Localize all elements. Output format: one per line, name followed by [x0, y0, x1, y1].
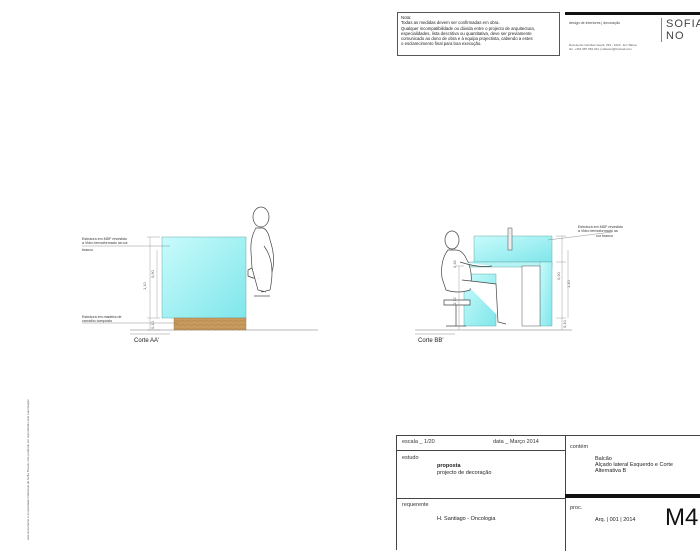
- dim-label-aa: 1,10: [142, 281, 147, 290]
- tb-divider: [397, 450, 565, 451]
- cabinet-bb: [521, 265, 541, 327]
- dimension-lines-bb: [456, 235, 569, 330]
- leader-line: [547, 231, 613, 241]
- note-line: Nota:: [401, 15, 412, 20]
- content-line: Balcão: [595, 456, 612, 462]
- dim-label-bb: 0,90: [556, 271, 561, 280]
- person-figure-bb: [441, 230, 507, 327]
- dim-label-bb: 0,45: [452, 259, 457, 268]
- client-value: H. Santiago - Oncologia: [437, 516, 496, 522]
- upper-counter-bb: [473, 235, 553, 263]
- section-aa: 1,10 0,90 0,10 Estrutura em MDF revestid…: [82, 206, 318, 344]
- side-column-bb: [539, 261, 553, 327]
- dim-label-aa: 0,90: [150, 269, 155, 278]
- date-label: data _ Março 2014: [493, 439, 539, 445]
- dimension-lines-aa: [147, 236, 160, 331]
- dim-label-bb: 0,10: [562, 319, 567, 328]
- section-drawings: 1,10 0,90 0,10 Estrutura em MDF revestid…: [82, 206, 623, 344]
- content-line: Alçado lateral Esquerdo e Corte: [595, 462, 673, 468]
- firm-brand: SOFIA NO: [661, 18, 700, 42]
- section-title-bb: Corte BB': [418, 338, 444, 344]
- annotation-bb: cor branco: [596, 234, 613, 238]
- monitor-bb: [507, 227, 513, 251]
- annotation-aa-bottom: carvalho composto: [82, 319, 112, 323]
- sheet-number: M4: [665, 504, 699, 531]
- tb-divider: [565, 494, 700, 498]
- section-bb: 0,72 0,45 0,90 1,10 0,10 Estrutura em MD…: [415, 225, 623, 344]
- counter-glass-aa: [161, 236, 247, 319]
- firm-subtitle: design de interiores | decoração: [569, 21, 621, 25]
- note-line: Qualquer incompatibilidade ou dúvida ent…: [401, 25, 536, 31]
- note-line: comunicado ao dono de obra e à equipa pr…: [401, 36, 533, 42]
- firm-address: Rua da Alv Camões Gueril, 293 - 1020 - E…: [569, 43, 637, 47]
- firm-contact: tlm. +351 987 654 321 | sofianov@hotmail…: [569, 47, 632, 51]
- note-line: especialidades, lista descritiva ou quan…: [401, 30, 532, 36]
- annotation-aa-top: branco: [82, 248, 93, 252]
- scale-label: escala _ 1/20: [402, 439, 435, 445]
- annotation-aa-top: a Vidro termoformado na cor: [82, 241, 128, 245]
- client-label: requerente: [402, 502, 429, 508]
- section-title-aa: Corte AA': [134, 338, 159, 344]
- study-desc: projecto de decoração: [437, 470, 492, 476]
- study-value: proposta: [437, 463, 461, 469]
- annotation-bb: a Vidro termoformado na: [578, 229, 618, 233]
- study-label: estudo: [402, 455, 419, 461]
- dim-label-bb: 0,72: [452, 296, 457, 305]
- general-note: Nota: Todas as medidas devem ser confirm…: [397, 12, 560, 56]
- note-line: Todas as medidas devem ser confirmadas e…: [401, 20, 500, 26]
- tb-divider: [565, 436, 566, 551]
- annotation-aa-bottom: Estrutura em madeira de: [82, 315, 122, 319]
- annotation-aa-top: Estrutura em MDF revestido: [82, 237, 127, 241]
- proc-label: proc.: [570, 505, 583, 511]
- title-block: escala _ 1/20 data _ Março 2014 estudo p…: [396, 435, 700, 551]
- annotation-bb: Estrutura em MDF revestido: [578, 225, 623, 229]
- wood-base-aa: [173, 317, 247, 331]
- firm-header: design de interiores | decoração SOFIA N…: [565, 12, 700, 56]
- person-figure-aa: [247, 206, 274, 297]
- content-label: contém: [570, 444, 589, 450]
- proc-value: Arq. | 001 | 2014: [595, 517, 636, 523]
- dim-label-aa: 0,10: [150, 320, 155, 329]
- note-line: o esclarecimento final para boa execução…: [401, 41, 482, 47]
- dim-label-bb: 1,10: [566, 279, 571, 288]
- tb-divider: [397, 498, 565, 499]
- content-line: Alternativa B: [595, 468, 627, 474]
